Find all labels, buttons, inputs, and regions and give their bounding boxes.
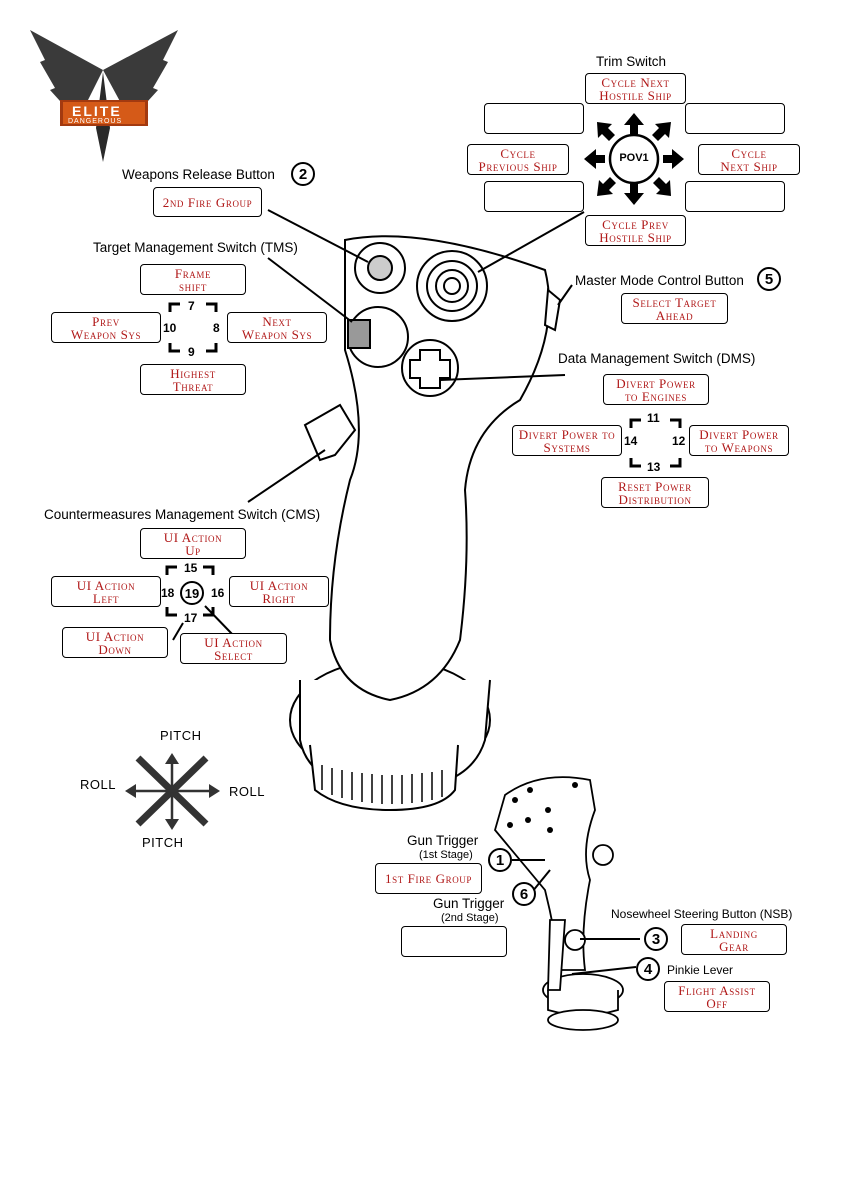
trim-upright-box — [685, 103, 785, 134]
small-stick — [494, 776, 624, 1031]
axis-pitch-top: PITCH — [160, 728, 202, 743]
dms-num-up: 11 — [647, 411, 660, 425]
cms-left-box: UI Action Left — [51, 576, 161, 607]
logo-subtext: DANGEROUS — [68, 118, 123, 125]
dms-up-box: Divert Power to Engines — [603, 374, 709, 405]
tms-num-left: 10 — [163, 321, 177, 335]
base-knurl — [321, 765, 443, 804]
cms-title: Countermeasures Management Switch (CMS) — [44, 507, 321, 522]
trim-upleft-box — [484, 103, 584, 134]
cms-num-up: 15 — [184, 561, 198, 575]
dms-title: Data Management Switch (DMS) — [558, 351, 756, 366]
dms-down-box: Reset Power Distribution — [601, 477, 709, 508]
cms-num-right: 16 — [211, 586, 225, 600]
axis-roll-right: ROLL — [229, 784, 265, 799]
gun-trigger-1-box: 1st Fire Group — [375, 863, 482, 894]
weapons-release-badge: 2 — [291, 162, 315, 186]
master-mode-title: Master Mode Control Button — [575, 273, 744, 288]
cms-up-box: UI Action Up — [140, 528, 246, 559]
gun-trigger-1-stage: (1st Stage) — [419, 849, 473, 861]
dms-left-box: Divert Power to Systems — [512, 425, 622, 456]
elite-logo — [30, 30, 178, 162]
leader-lines — [172, 209, 640, 975]
dms-num-right: 12 — [672, 434, 686, 448]
cms-right-box: UI Action Right — [229, 576, 329, 607]
tms-title: Target Management Switch (TMS) — [93, 240, 298, 255]
cms-center-badge: 19 — [180, 581, 204, 605]
cms-down-box: UI Action Down — [62, 627, 168, 658]
cms-select-box: UI Action Select — [180, 633, 287, 664]
weapons-release-box: 2nd Fire Group — [153, 187, 262, 217]
pinkie-badge: 4 — [636, 957, 660, 981]
master-mode-badge: 5 — [757, 267, 781, 291]
tms-up-box: Frame shift — [140, 264, 246, 295]
gun-trigger-2-badge: 6 — [512, 882, 536, 906]
dms-num-down: 13 — [647, 460, 661, 474]
axis-roll-left: ROLL — [80, 777, 116, 792]
gun-trigger-2-box — [401, 926, 507, 957]
master-mode-box: Select Target Ahead — [621, 293, 728, 324]
trim-right-box: Cycle Next Ship — [698, 144, 800, 175]
nsb-title: Nosewheel Steering Button (NSB) — [611, 907, 793, 921]
tms-num-right: 8 — [213, 321, 220, 335]
gun-trigger-1-title: Gun Trigger — [407, 833, 479, 848]
axis-pitch-bottom: PITCH — [142, 835, 184, 850]
pov-hub — [608, 133, 660, 185]
tms-down-box: Highest Threat — [140, 364, 246, 395]
gun-trigger-2-title: Gun Trigger — [433, 896, 505, 911]
trim-downleft-box — [484, 181, 584, 212]
gun-trigger-2-stage: (2nd Stage) — [441, 912, 499, 924]
trim-down-box: Cycle Prev Hostile Ship — [585, 215, 686, 246]
tms-num-up: 7 — [188, 299, 195, 313]
trim-downright-box — [685, 181, 785, 212]
pinkie-title: Pinkie Lever — [667, 963, 734, 977]
pov-arrows — [584, 113, 684, 205]
weapons-release-title: Weapons Release Button — [122, 167, 275, 182]
cms-num-down: 17 — [184, 611, 198, 625]
trim-left-box: Cycle Previous Ship — [467, 144, 569, 175]
pinkie-box: Flight Assist Off — [664, 981, 770, 1012]
tms-num-down: 9 — [188, 345, 195, 359]
trim-up-box: Cycle Next Hostile Ship — [585, 73, 686, 104]
tms-right-box: Next Weapon Sys — [227, 312, 327, 343]
nsb-box: Landing Gear — [681, 924, 787, 955]
trim-switch-title: Trim Switch — [596, 54, 666, 69]
cms-num-left: 18 — [161, 586, 175, 600]
logo-text: ELITE — [72, 103, 122, 119]
dms-right-box: Divert Power to Weapons — [689, 425, 789, 456]
pov-hub-label: POV1 — [619, 152, 649, 164]
nsb-badge: 3 — [644, 927, 668, 951]
hat-brackets — [165, 302, 682, 617]
dms-num-left: 14 — [624, 434, 638, 448]
gun-trigger-1-badge: 1 — [488, 848, 512, 872]
tms-left-box: Prev Weapon Sys — [51, 312, 161, 343]
main-stick — [289, 235, 562, 812]
